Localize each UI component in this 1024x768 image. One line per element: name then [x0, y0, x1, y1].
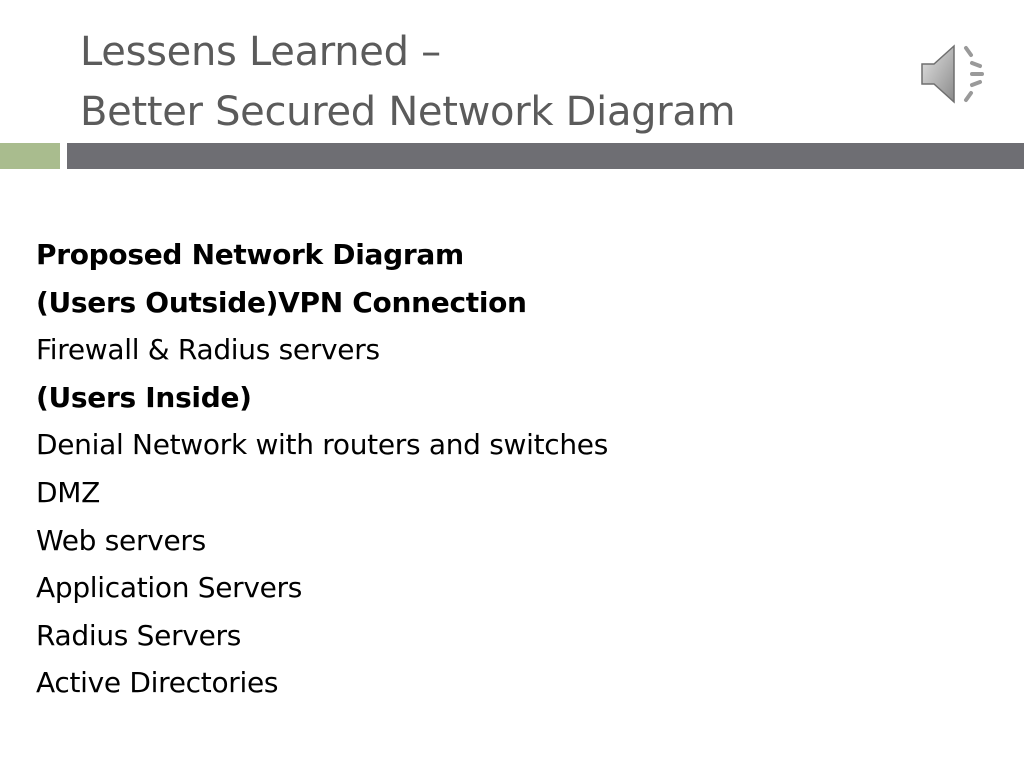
list-item: Web servers [36, 523, 206, 557]
list-item: (Users Inside) [36, 380, 252, 414]
slide-title: Lessens Learned – Better Secured Network… [80, 22, 736, 142]
list-item: Proposed Network Diagram [36, 238, 464, 271]
accent-bar-green [0, 143, 60, 169]
list-item: Radius Servers [36, 618, 241, 652]
title-line-2: Better Secured Network Diagram [80, 89, 736, 135]
title-line-1: Lessens Learned – [80, 29, 441, 75]
list-item: Denial Network with routers and switches [36, 428, 609, 462]
speaker-icon[interactable] [916, 38, 992, 110]
list-item: Application Servers [36, 571, 303, 605]
list-item: (Users Outside)VPN Connection [36, 285, 527, 319]
accent-bar-grey [67, 143, 1024, 169]
bullet-list: Proposed Network Diagram (Users Outside)… [36, 231, 608, 707]
list-item: Firewall & Radius servers [36, 333, 380, 367]
list-item: DMZ [36, 475, 101, 509]
list-item: Active Directories [36, 666, 279, 700]
